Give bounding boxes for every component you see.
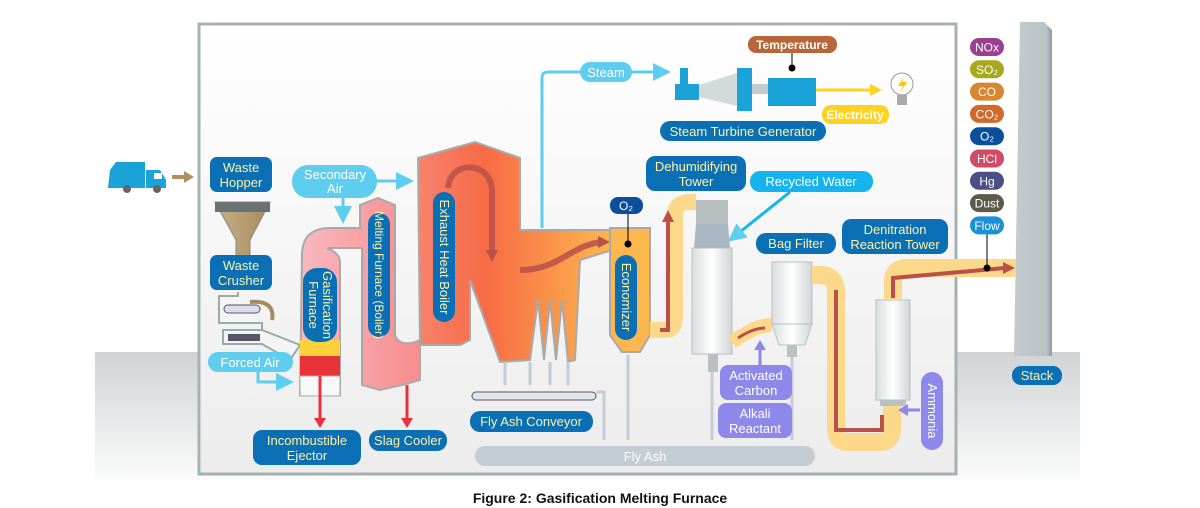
fly-ash-conveyor-belt <box>471 391 597 401</box>
recycled-water-line <box>727 190 791 242</box>
svg-text:Stack: Stack <box>1021 368 1054 383</box>
svg-text:Incombustible: Incombustible <box>267 433 347 448</box>
monitor-pill-1: SO₂ <box>970 60 1004 79</box>
svg-text:Secondary: Secondary <box>304 167 367 182</box>
svg-text:Alkali: Alkali <box>739 406 770 421</box>
monitor-pill-6: Hg <box>970 171 1004 190</box>
svg-text:SO₂: SO₂ <box>976 63 998 77</box>
label-bag-filter: Bag Filter <box>756 233 836 254</box>
label-recycled-water: Recycled Water <box>750 171 873 192</box>
label-temperature: Temperature <box>748 36 837 53</box>
svg-text:CO: CO <box>978 85 996 99</box>
svg-text:Air: Air <box>327 181 344 196</box>
svg-text:O₂: O₂ <box>619 199 633 213</box>
svg-text:Bag Filter: Bag Filter <box>768 236 824 251</box>
monitor-pill-0: NOx <box>970 38 1004 56</box>
fly-ash-label: Fly Ash <box>624 449 667 464</box>
label-melting-furnace: Melting Furnace (Boiler) <box>368 211 390 339</box>
svg-text:Tower: Tower <box>679 174 714 189</box>
label-forced-air: Forced Air <box>208 352 293 372</box>
svg-text:Electricity: Electricity <box>826 108 884 122</box>
label-ammonia: Ammonia <box>921 372 943 450</box>
svg-text:Steam Turbine Generator: Steam Turbine Generator <box>670 124 817 139</box>
monitor-pill-7: Dust <box>970 194 1004 213</box>
steam-turbine-generator <box>675 52 816 111</box>
label-slag-cooler: Slag Cooler <box>369 430 447 451</box>
svg-text:Ammonia: Ammonia <box>925 384 940 440</box>
svg-text:Carbon: Carbon <box>735 383 778 398</box>
svg-text:Flow: Flow <box>974 219 1000 233</box>
flue-duct-2 <box>812 266 901 451</box>
exhaust-heat-boiler <box>416 140 613 364</box>
svg-text:O₂: O₂ <box>980 130 994 144</box>
garbage-truck-icon <box>108 162 194 193</box>
label-stack: Stack <box>1012 366 1062 385</box>
monitor-pill-2: CO <box>970 82 1004 101</box>
svg-text:CO₂: CO₂ <box>976 107 999 121</box>
svg-text:Economizer: Economizer <box>619 263 634 332</box>
air-lines <box>256 63 671 391</box>
fly-ash-bin <box>475 446 815 466</box>
svg-text:Slag Cooler: Slag Cooler <box>374 433 443 448</box>
svg-text:HCl: HCl <box>977 152 997 166</box>
svg-text:Reactant: Reactant <box>729 421 781 436</box>
svg-text:Temperature: Temperature <box>756 38 828 52</box>
svg-text:Dust: Dust <box>975 197 1000 211</box>
light-bulb-icon <box>890 72 914 105</box>
svg-text:Gasification: Gasification <box>320 271 335 339</box>
gasification-bed <box>300 340 340 360</box>
svg-text:Waste: Waste <box>223 160 259 175</box>
svg-text:Hopper: Hopper <box>220 175 263 190</box>
monitor-pill-4: O₂ <box>970 127 1004 146</box>
svg-text:Furnace: Furnace <box>306 281 321 329</box>
monitor-pill-5: HCl <box>970 149 1004 168</box>
label-steam: Steam <box>580 62 632 82</box>
monitor-pill-3: CO₂ <box>970 104 1004 123</box>
denitration-reaction-tower <box>875 299 911 406</box>
svg-text:Activated: Activated <box>729 368 782 383</box>
svg-text:Ejector: Ejector <box>287 448 328 463</box>
svg-text:Hg: Hg <box>979 174 994 188</box>
bag-filter <box>771 261 813 357</box>
monitor-pill-8: Flow <box>970 216 1004 235</box>
svg-text:Dehumidifying: Dehumidifying <box>655 159 737 174</box>
svg-text:Steam: Steam <box>587 65 625 80</box>
svg-text:Crusher: Crusher <box>218 273 265 288</box>
label-economizer: Economizer <box>615 255 637 340</box>
o2-sensor-point <box>624 240 632 248</box>
stack <box>1014 22 1052 356</box>
svg-text:Forced Air: Forced Air <box>220 355 280 370</box>
svg-text:NOx: NOx <box>975 41 999 55</box>
svg-text:Denitration: Denitration <box>864 222 927 237</box>
dehumidifying-tower <box>691 200 733 372</box>
svg-text:Fly Ash Conveyor: Fly Ash Conveyor <box>480 414 583 429</box>
label-electricity: Electricity <box>822 105 889 124</box>
label-steam-turbine-generator: Steam Turbine Generator <box>660 121 826 141</box>
label-fly-ash-conveyor: Fly Ash Conveyor <box>470 411 593 432</box>
label-o2-sensor: O₂ <box>610 197 643 214</box>
svg-text:Recycled Water: Recycled Water <box>765 174 857 189</box>
label-exhaust-heat-boiler: Exhaust Heat Boiler <box>433 192 455 322</box>
waste-crusher <box>218 292 302 362</box>
figure-caption: Figure 2: Gasification Melting Furnace <box>473 490 728 506</box>
svg-text:Reaction Tower: Reaction Tower <box>850 237 940 252</box>
svg-text:Exhaust Heat Boiler: Exhaust Heat Boiler <box>437 200 452 316</box>
svg-text:Waste: Waste <box>223 258 259 273</box>
svg-text:Melting Furnace (Boiler): Melting Furnace (Boiler) <box>372 211 386 339</box>
